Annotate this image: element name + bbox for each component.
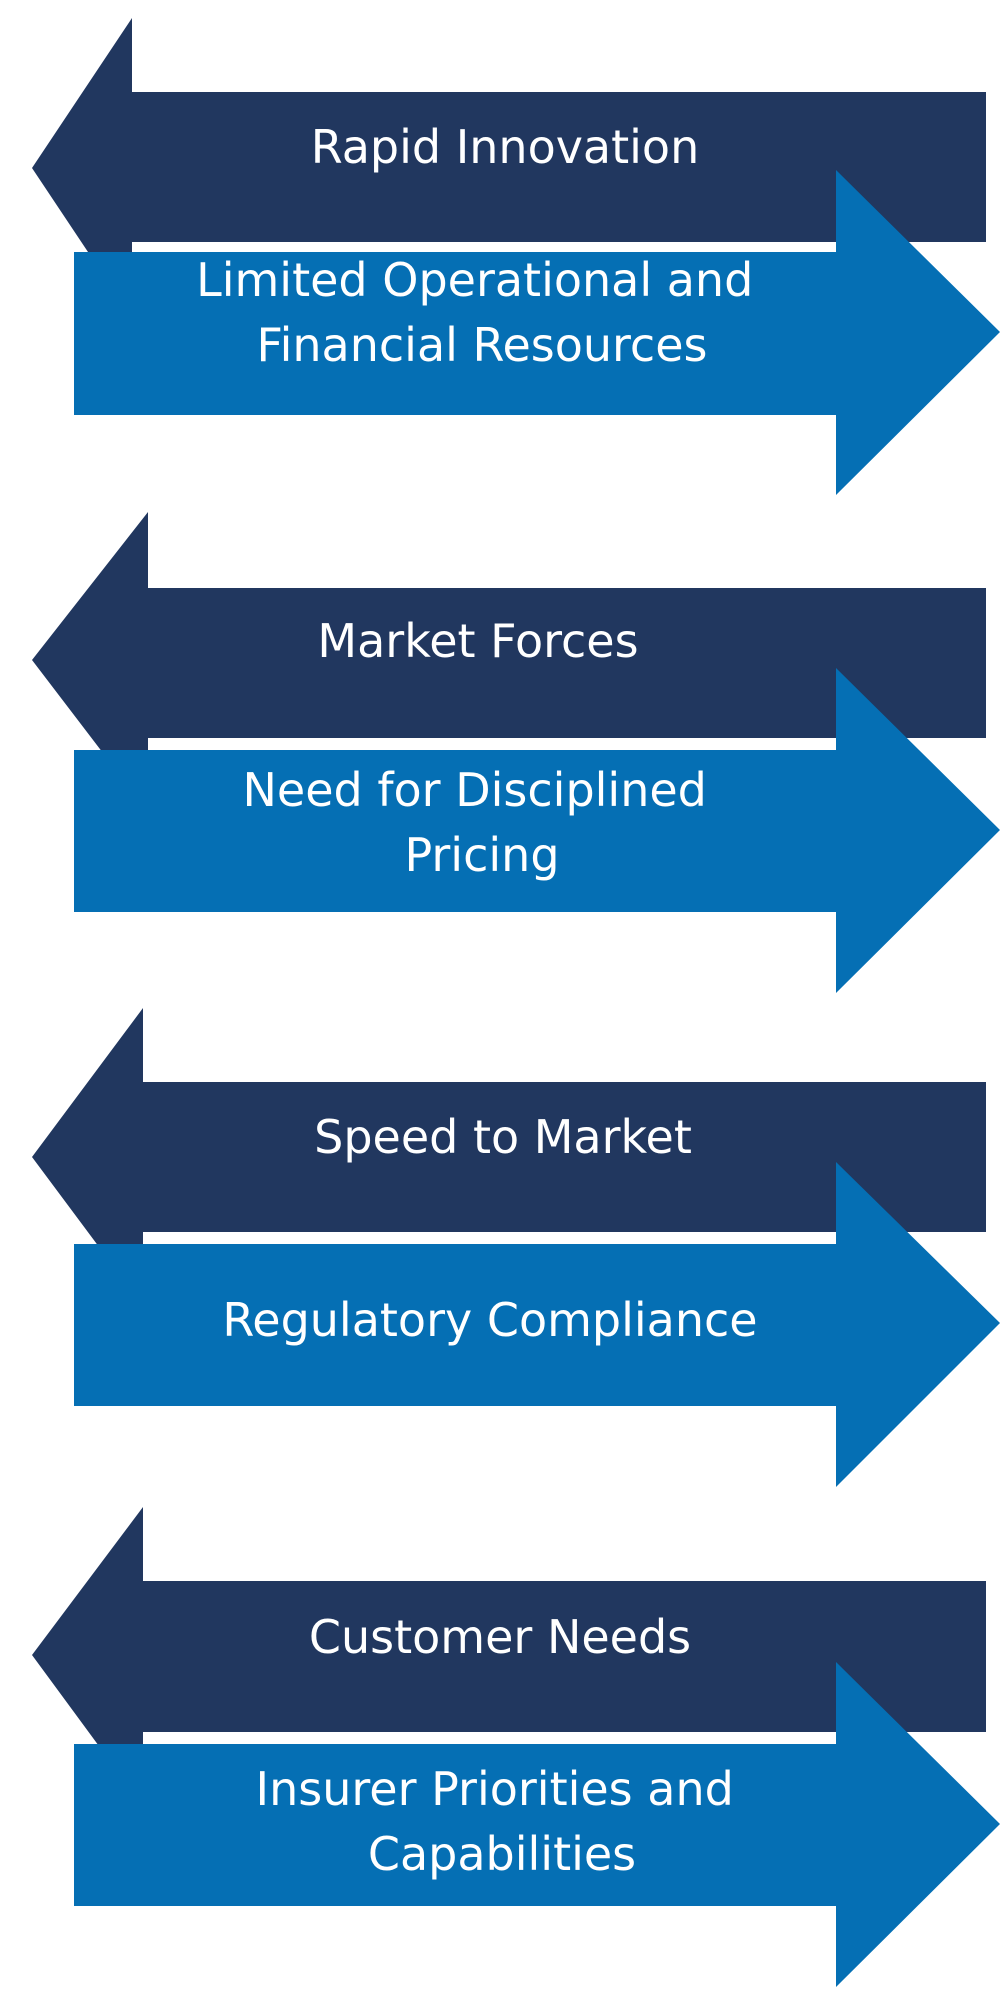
right-arrow-label: Need for Disciplined Pricing [243,763,722,882]
left-arrow-label: Customer Needs [309,1610,691,1664]
arrow-pair-2: Market Forces Need for Disciplined Prici… [32,512,1000,993]
right-arrow-label-line-1: Limited Operational and [196,253,753,307]
left-arrow-label: Speed to Market [314,1110,692,1164]
arrow-pair-3: Speed to Market Regulatory Compliance [32,1008,1000,1487]
left-arrow-shape [32,512,986,812]
left-arrow-label: Market Forces [317,614,638,668]
arrow-pair-4: Customer Needs Insurer Priorities and Ca… [32,1507,1000,1987]
left-arrow-label: Rapid Innovation [311,120,699,174]
right-arrow-label-line-2: Capabilities [368,1827,636,1881]
right-arrow-label-line-2: Financial Resources [257,318,708,372]
arrow-pair-1: Rapid Innovation Limited Operational and… [32,18,1000,495]
right-arrow-label-line-1: Insurer Priorities and [256,1762,734,1816]
left-arrow-shape [32,18,986,318]
right-arrow-label: Limited Operational and Financial Resour… [196,253,768,372]
right-arrow-label-line-1: Need for Disciplined [243,763,707,817]
right-arrow-label: Insurer Priorities and Capabilities [256,1762,749,1881]
right-arrow-label-line-1: Regulatory Compliance [222,1293,757,1347]
right-arrow-shape [74,1662,1000,1987]
right-arrow-label: Regulatory Compliance [222,1293,757,1347]
right-arrow-shape [74,668,1000,993]
right-arrow-shape [74,1162,1000,1487]
right-arrow-shape [74,170,1000,495]
left-arrow-shape [32,1008,986,1306]
left-arrow-shape [32,1507,986,1806]
right-arrow-label-line-2: Pricing [404,828,559,882]
